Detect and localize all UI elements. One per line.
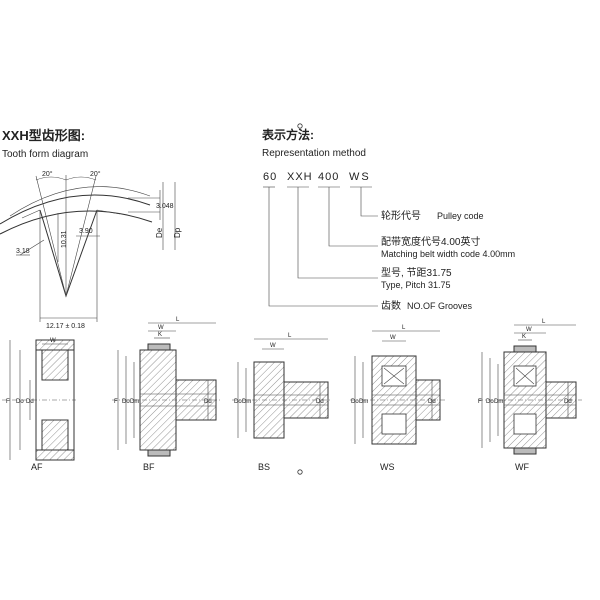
repr-title: 表示方法: (261, 127, 314, 142)
dim-10-31: 10.31 (61, 230, 68, 248)
svg-text:W: W (158, 325, 164, 331)
width-code-en: Matching belt width code 4.00mm (381, 249, 515, 259)
grooves-en: NO.OF Grooves (407, 301, 473, 311)
marker-circle-bottom (297, 469, 303, 475)
pulley-af-label: AF (31, 462, 43, 472)
svg-text:F: F (114, 399, 118, 405)
tooth-subtitle: Tooth form diagram (2, 149, 88, 160)
pulley-bs: Do Dm Dd L W BS (232, 333, 332, 472)
svg-text:W: W (526, 327, 532, 333)
pulley-af: F Do Dd W AF (2, 338, 76, 472)
svg-text:L: L (542, 319, 546, 325)
svg-text:Dm: Dm (494, 399, 503, 405)
dim-3-048: 3.048 (156, 203, 174, 210)
svg-text:Dd: Dd (316, 399, 324, 405)
svg-text:Do: Do (122, 399, 130, 405)
pulley-wf: F Do Dm Dd L W K WF (478, 319, 582, 472)
code-grooves: 60 (263, 171, 277, 183)
type-cn: 型号, 节距31.75 (381, 266, 452, 279)
pulley-bf: F Do Dm Dd L W K BF (112, 317, 222, 472)
svg-text:F: F (6, 399, 10, 405)
svg-text:Do: Do (486, 399, 494, 405)
svg-text:W: W (390, 335, 396, 341)
svg-text:Do: Do (16, 399, 24, 405)
svg-text:W: W (50, 338, 56, 344)
svg-text:Dd: Dd (204, 399, 212, 405)
svg-text:Dm: Dm (130, 399, 139, 405)
code-type: XXH (287, 171, 313, 183)
svg-text:L: L (402, 325, 406, 331)
marker-circle-top (297, 123, 303, 129)
belt-inner-arc (0, 210, 153, 235)
angle-left-label: 20° (42, 170, 53, 178)
svg-text:Dd: Dd (26, 399, 34, 405)
svg-text:Dd: Dd (564, 399, 572, 405)
svg-text:L: L (288, 333, 292, 339)
pulley-wf-label: WF (515, 462, 529, 472)
width-code-cn: 配带宽度代号4.00英寸 (381, 235, 480, 248)
leader-grooves (268, 187, 378, 307)
pulley-ws-label: WS (380, 462, 395, 472)
tooth-form-section: XXH型齿形图: Tooth form diagram 20° 20° 3.04… (0, 128, 182, 330)
svg-text:W: W (270, 343, 276, 349)
angle-right-label: 20° (90, 170, 101, 178)
svg-text:Dm: Dm (242, 399, 251, 405)
code-width: 400 (318, 171, 339, 183)
pulley-bs-label: BS (258, 462, 270, 472)
svg-text:L: L (176, 317, 180, 323)
belt-outer-arc (0, 194, 151, 225)
pitch-arc (9, 186, 151, 217)
svg-text:Do: Do (234, 399, 242, 405)
repr-subtitle: Representation method (262, 148, 366, 159)
svg-text:Do: Do (351, 399, 359, 405)
svg-text:Dm: Dm (359, 399, 368, 405)
leader-pulley (360, 187, 378, 217)
svg-text:K: K (522, 334, 526, 340)
tooth-groove (39, 209, 98, 298)
dim-tooth-width: 12.17 ± 0.18 (46, 323, 85, 330)
svg-text:K: K (158, 332, 162, 338)
leader-type (297, 187, 378, 279)
svg-text:Dd: Dd (428, 399, 436, 405)
code-pulley: WS (349, 171, 371, 183)
pulley-code-cn: 轮形代号 (381, 209, 421, 222)
type-en: Type, Pitch 31.75 (381, 280, 451, 290)
leader-width (328, 187, 378, 247)
pulley-ws: Do Dm Dd L W WS (350, 325, 446, 472)
dim-3-90: 3.90 (79, 228, 93, 235)
label-de: De (155, 227, 164, 238)
grooves-cn: 齿数 (381, 299, 401, 312)
svg-text:F: F (478, 399, 482, 405)
representation-section: 表示方法: Representation method 60 XXH 400 W… (261, 127, 515, 312)
label-dp: Dp (173, 227, 182, 238)
tooth-title: XXH型齿形图: (2, 128, 85, 143)
pulley-bf-label: BF (143, 462, 155, 472)
dim-3-18: 3.18 (16, 248, 30, 255)
pulley-code-en: Pulley code (437, 211, 484, 221)
